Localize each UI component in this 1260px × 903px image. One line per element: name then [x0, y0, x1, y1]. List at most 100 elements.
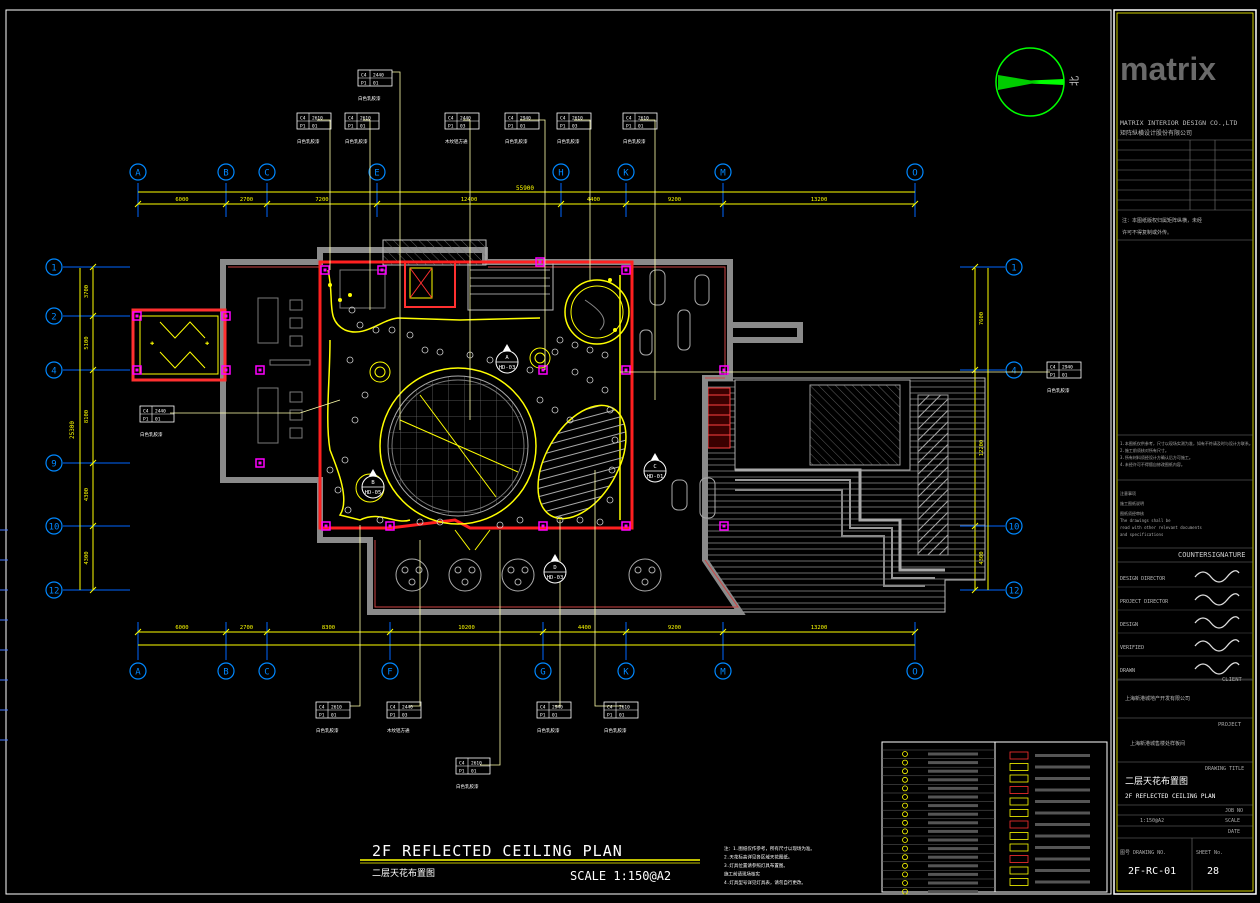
drawing-no: 2F-RC-01: [1128, 866, 1176, 877]
dim-tick: [971, 586, 979, 594]
svg-text:The drawings shall be: The drawings shall be: [1120, 518, 1171, 523]
dim-label: 6000: [175, 625, 188, 631]
legend-desc-right: [1035, 788, 1090, 792]
legend-desc-right: [1035, 754, 1090, 757]
spotlight: [613, 328, 617, 332]
tag-label: 白色乳胶漆: [1047, 387, 1070, 394]
column-markers: [132, 257, 729, 531]
tag-label: 白色乳胶漆: [316, 727, 339, 734]
signature-scribble: [1194, 639, 1240, 652]
structural-column: [719, 365, 729, 375]
tag-code: C4: [607, 705, 613, 711]
section-marker-arrow: [503, 344, 511, 351]
tag-code: C4: [361, 73, 367, 79]
signature-scribble: [1194, 593, 1240, 606]
legend-symbol: [902, 794, 908, 800]
sheet-no: 28: [1207, 866, 1219, 877]
ellipse-ceiling-feature: [537, 404, 627, 520]
drawing-title-cn: 二层天花布置图: [372, 867, 435, 879]
tag-finish: 01: [360, 124, 366, 130]
legend-symbol-right: [1009, 751, 1029, 760]
legend-symbol: [902, 880, 908, 886]
tag-label: 白色乳胶漆: [456, 783, 479, 790]
structural-column: [255, 365, 265, 375]
dimensions-bottom: [138, 631, 915, 646]
grid-bubble-row-left: [45, 581, 63, 599]
section-number: A: [505, 355, 509, 361]
tag-finish: 01: [619, 713, 625, 719]
downlight: [601, 351, 609, 359]
tag-paint: P1: [300, 124, 306, 130]
legend-desc: [928, 872, 978, 876]
downlight: [341, 456, 349, 464]
tag-paint: P1: [459, 769, 465, 775]
legend-desc: [928, 890, 978, 894]
tag-height: 2610: [312, 116, 323, 122]
legend-desc-right: [1035, 857, 1090, 861]
dim-tick: [539, 628, 547, 636]
drawing-note: 2.天花标高详见各区域天花图纸。: [724, 854, 792, 861]
tag-code: C4: [390, 705, 396, 711]
grid-label-row-left: 2: [51, 313, 56, 323]
company-name-cn: 矩阵纵横设计股份有限公司: [1120, 129, 1192, 137]
grid-label-col-top: H: [558, 169, 563, 179]
dim-label: 2700: [240, 197, 253, 203]
tag-height: 2940: [552, 705, 563, 711]
svg-text:施工图纸说明: 施工图纸说明: [1120, 500, 1144, 506]
signature-scribble: [1194, 570, 1240, 583]
tag-finish: 03: [402, 713, 408, 719]
structural-column: [621, 521, 631, 531]
drawing-notes: 注：1.图纸仅作参考，所有尺寸以现场为准。2.天花标高详见各区域天花图纸。3.灯…: [724, 845, 815, 886]
tag-label: 白色乳胶漆: [358, 95, 381, 102]
tag-finish: 01: [638, 124, 644, 130]
grid-label-col-top: O: [912, 169, 917, 179]
dim-label: 4300: [84, 488, 90, 501]
grid-bubble-row-right: [1005, 517, 1023, 535]
legend-symbol-right: [1009, 843, 1029, 852]
dim-tick: [89, 312, 97, 320]
tag-height: 2610: [619, 705, 630, 711]
legend-desc: [928, 761, 978, 765]
section-number: B: [371, 480, 375, 486]
dim-tick: [263, 200, 271, 208]
north-label: 北: [1069, 76, 1081, 86]
downlight: [571, 368, 579, 376]
legend-desc-right: [1035, 869, 1090, 872]
downlight: [551, 406, 559, 414]
structural-column: [255, 458, 265, 468]
tag-height: 2610: [331, 705, 342, 711]
structural-column-core: [722, 368, 726, 372]
downlight: [436, 518, 444, 526]
downlight: [606, 496, 614, 504]
dim-label: 13200: [811, 197, 828, 203]
structural-column-core: [624, 268, 628, 272]
svg-text:1.本图纸仅供参考，尺寸以现场实测为准，如有不符请及时与设计: 1.本图纸仅供参考，尺寸以现场实测为准，如有不符请及时与设计方联系。: [1120, 440, 1253, 446]
legend-desc: [928, 864, 978, 868]
downlight: [372, 326, 380, 334]
tag-height: 2440: [373, 73, 384, 79]
circular-ceiling-feature: [379, 367, 537, 525]
legend-desc: [928, 778, 978, 782]
downlight: [334, 486, 342, 494]
grid-label-col-top: K: [623, 169, 629, 179]
grid-label-row-left: 12: [49, 587, 60, 597]
tag-finish: 01: [312, 124, 318, 130]
structural-column-core: [224, 314, 228, 318]
legend-desc-right: [1035, 834, 1090, 838]
legend-symbol: [902, 802, 908, 809]
dim-tick: [911, 200, 919, 208]
legend-desc: [928, 838, 978, 842]
round-lounge: [564, 279, 630, 345]
grid-label-col-top: A: [135, 169, 141, 179]
dim-tick: [222, 628, 230, 636]
tag-label: 白色乳胶漆: [345, 138, 368, 145]
grid-bubble-col-bottom: [906, 662, 924, 680]
downlight: [606, 406, 614, 414]
grid-bubble-col-bottom: [381, 662, 399, 680]
legend-symbol-right: [1009, 809, 1029, 817]
legend-desc-right: [1035, 846, 1090, 849]
dim-tick: [89, 459, 97, 467]
